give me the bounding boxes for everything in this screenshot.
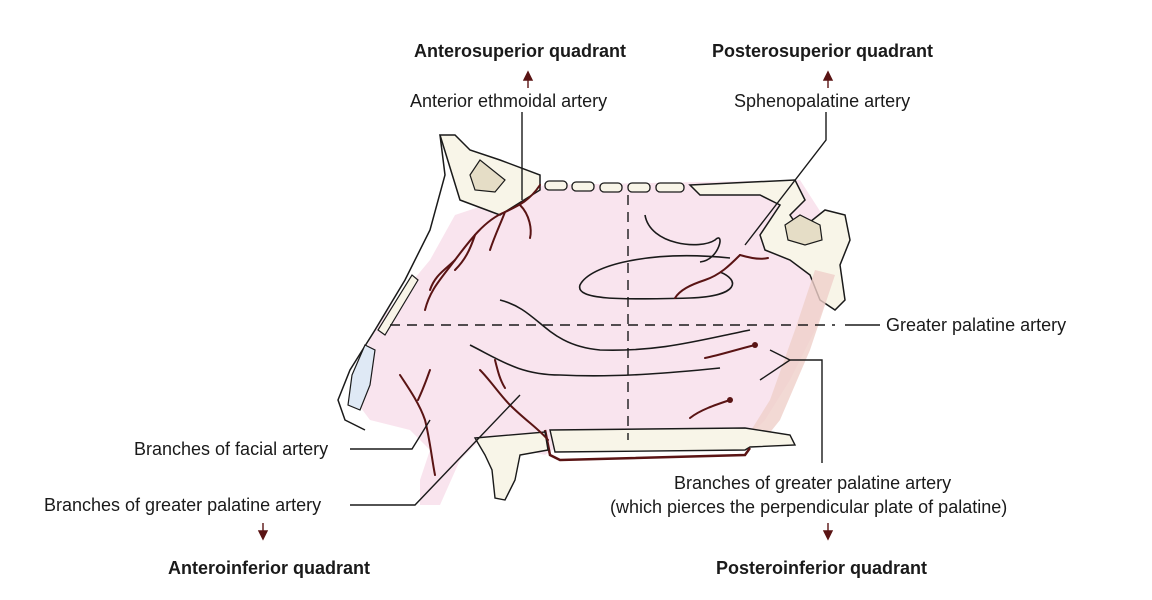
branches-facial-artery-label: Branches of facial artery	[134, 439, 329, 459]
branches-greater-palatine-right-label-line1: Branches of greater palatine artery	[674, 473, 952, 493]
anteroinferior-quadrant-label: Anteroinferior quadrant	[168, 558, 371, 578]
premaxilla-bone	[473, 431, 549, 501]
nasal-cartilage-strip	[377, 274, 419, 336]
quadrant-arrows	[257, 70, 834, 541]
middle-meatus-curve	[499, 299, 751, 352]
sphenopalatine-artery-label: Sphenopalatine artery	[734, 91, 911, 111]
sphenoid-sinus-shape	[784, 214, 823, 246]
artery-branch-point-upper	[752, 342, 758, 348]
middle-turbinate-curve	[578, 255, 734, 300]
sphenoid-bone	[688, 179, 851, 311]
branches-greater-palatine-left-label: Branches of greater palatine artery	[44, 495, 322, 515]
hard-palate	[549, 427, 797, 453]
posterosuperior-quadrant-label: Posterosuperior quadrant	[712, 41, 934, 61]
anterosuperior-quadrant-label: Anterosuperior quadrant	[414, 41, 627, 61]
anterior-ethmoidal-artery-label: Anterior ethmoidal artery	[410, 91, 608, 111]
branches-greater-palatine-right-label-line2: (which pierces the perpendicular plate o…	[610, 497, 1008, 517]
palatine-perpendicular-plate	[745, 270, 835, 445]
posteroinferior-quadrant-label: Posteroinferior quadrant	[716, 558, 928, 578]
septal-mucosa	[355, 180, 845, 505]
greater-palatine-artery-label: Greater palatine artery	[886, 315, 1067, 335]
cribriform-plate	[544, 180, 685, 193]
alar-cartilage	[347, 344, 376, 411]
frontal-sinus-shape	[469, 159, 506, 193]
palate-outline	[543, 429, 752, 462]
artery-branch-point-lower	[727, 397, 733, 403]
superior-turbinate-curve	[644, 214, 721, 263]
leader-lines	[350, 112, 880, 506]
inferior-turbinate-curve	[469, 344, 721, 377]
nasal-cartilage-outline	[337, 134, 446, 431]
